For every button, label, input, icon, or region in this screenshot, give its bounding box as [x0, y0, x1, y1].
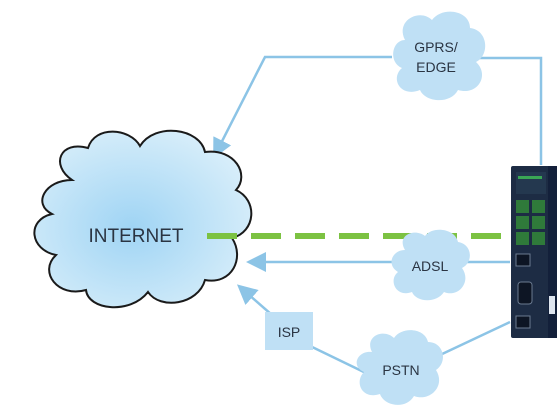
pstn-cloud: PSTN	[356, 330, 443, 405]
router-brand-mark	[549, 296, 555, 314]
link-gprs-internet	[213, 55, 392, 159]
router-side	[548, 166, 557, 338]
router-phone-port	[515, 315, 531, 329]
internet-label: INTERNET	[89, 226, 184, 247]
ethernet-port	[532, 232, 545, 245]
ethernet-port	[516, 216, 529, 229]
internet-cloud-shape	[33, 129, 253, 309]
adsl-cloud-shape	[391, 229, 470, 301]
adsl-cloud: ADSL	[391, 229, 470, 301]
gprs-edge-cloud: GPRS/ EDGE	[393, 11, 486, 101]
pstn-label: PSTN	[382, 362, 419, 378]
isp-box-shape	[265, 312, 313, 350]
gprs-label: GPRS/	[414, 39, 458, 55]
ethernet-port	[516, 232, 529, 245]
link-router-gprs	[478, 56, 543, 165]
router-device	[511, 166, 557, 338]
link-isp-internet	[236, 284, 273, 316]
router-led-strip	[518, 176, 542, 179]
edge-label: EDGE	[416, 59, 456, 75]
ethernet-port	[516, 200, 529, 213]
ethernet-port	[532, 200, 545, 213]
router-adsl-port	[515, 253, 531, 267]
adsl-label: ADSL	[412, 258, 449, 274]
router-ethernet-ports	[516, 200, 545, 245]
gprs-edge-cloud-shape	[393, 11, 486, 101]
internet-cloud: INTERNET	[33, 129, 253, 309]
router-top-panel	[516, 172, 546, 194]
link-pstn-isp	[307, 343, 371, 377]
ethernet-port	[532, 216, 545, 229]
router-serial-port	[517, 281, 533, 305]
isp-label: ISP	[278, 324, 301, 340]
pstn-cloud-shape	[356, 330, 443, 405]
connection-lines	[213, 55, 543, 377]
isp-box: ISP	[265, 312, 313, 350]
link-router-pstn	[439, 320, 511, 357]
